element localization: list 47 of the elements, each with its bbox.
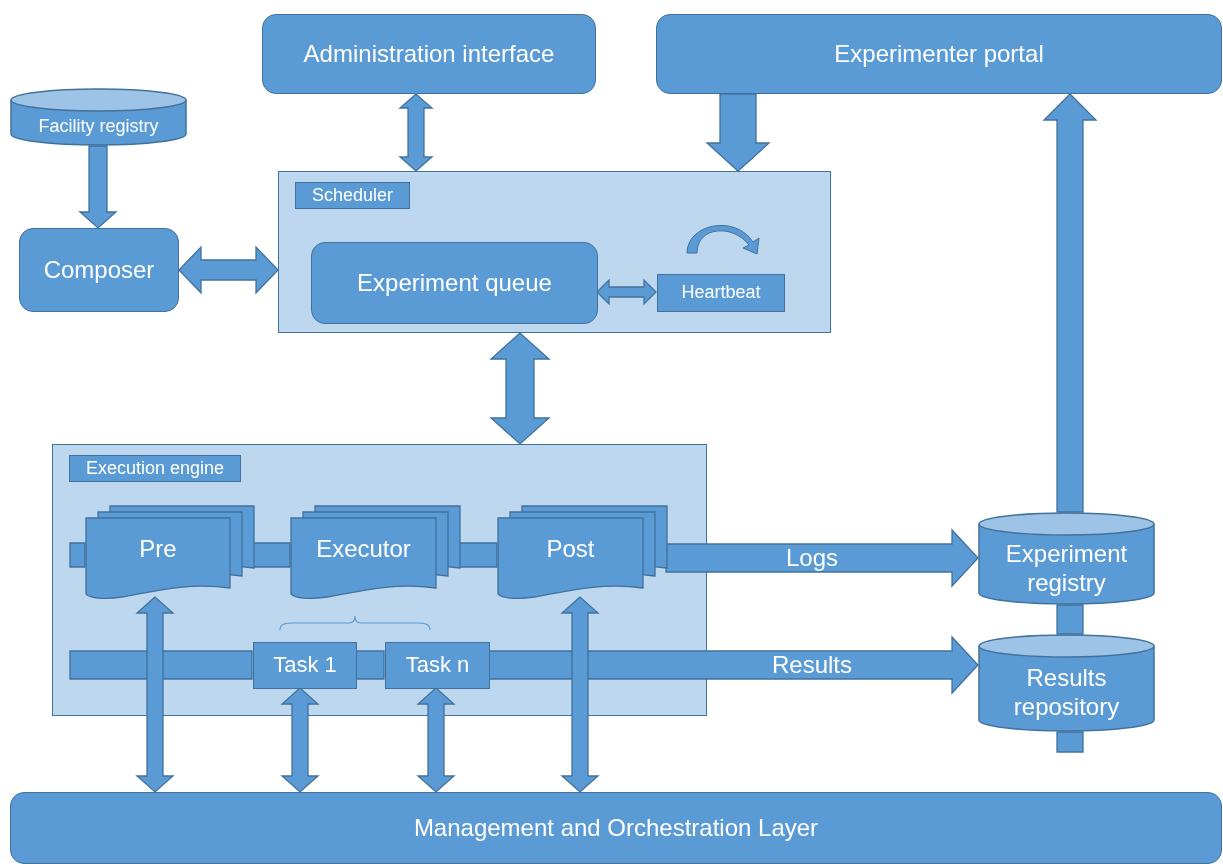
node-label: Composer	[43, 255, 155, 285]
container-panel	[278, 171, 831, 333]
node-label: Experiment queue	[357, 268, 552, 298]
section-title: Scheduler	[295, 182, 411, 209]
block-arrow	[135, 596, 175, 793]
block-arrow	[280, 687, 320, 793]
block-arrow	[355, 650, 385, 680]
block-arrow	[1056, 604, 1084, 635]
block-arrow	[398, 93, 434, 172]
block-arrow	[416, 687, 456, 793]
node-label: Task 1	[273, 652, 337, 679]
block-arrow	[78, 145, 118, 229]
process-box	[385, 642, 490, 689]
node-label: Experiment registry	[1005, 539, 1128, 596]
process-box	[657, 274, 785, 312]
process-box	[656, 14, 1222, 94]
process-box	[253, 642, 357, 689]
block-arrow	[1042, 93, 1098, 513]
block-arrow	[560, 596, 600, 793]
node-label: Results repository	[1013, 664, 1120, 720]
block-arrow	[69, 650, 253, 680]
section-title: Execution engine	[69, 455, 242, 482]
process-box	[10, 792, 1222, 864]
block-arrow	[705, 93, 771, 172]
node-label: Executor	[316, 534, 411, 564]
edge-label: Results	[772, 651, 852, 679]
process-box	[311, 242, 598, 324]
block-arrow	[252, 542, 291, 568]
block-arrow	[1056, 731, 1084, 753]
block-arrow	[458, 542, 498, 568]
node-label: Facility registry	[38, 116, 159, 137]
process-box	[262, 14, 596, 94]
process-box	[19, 228, 179, 312]
block-arrow	[488, 635, 979, 695]
block-arrow	[178, 245, 279, 295]
block-arrow	[596, 278, 657, 306]
node-label: Post	[546, 534, 595, 564]
node-label: Administration interface	[303, 39, 555, 69]
block-arrow	[489, 332, 551, 445]
node-label: Management and Orchestration Layer	[413, 813, 819, 843]
node-label: Task n	[405, 652, 470, 679]
node-label: Heartbeat	[681, 282, 761, 304]
block-arrow	[665, 528, 979, 588]
node-label: Pre	[139, 534, 177, 564]
node-label: Experimenter portal	[834, 39, 1044, 69]
edge-label: Logs	[786, 544, 838, 572]
block-arrow	[69, 542, 86, 568]
